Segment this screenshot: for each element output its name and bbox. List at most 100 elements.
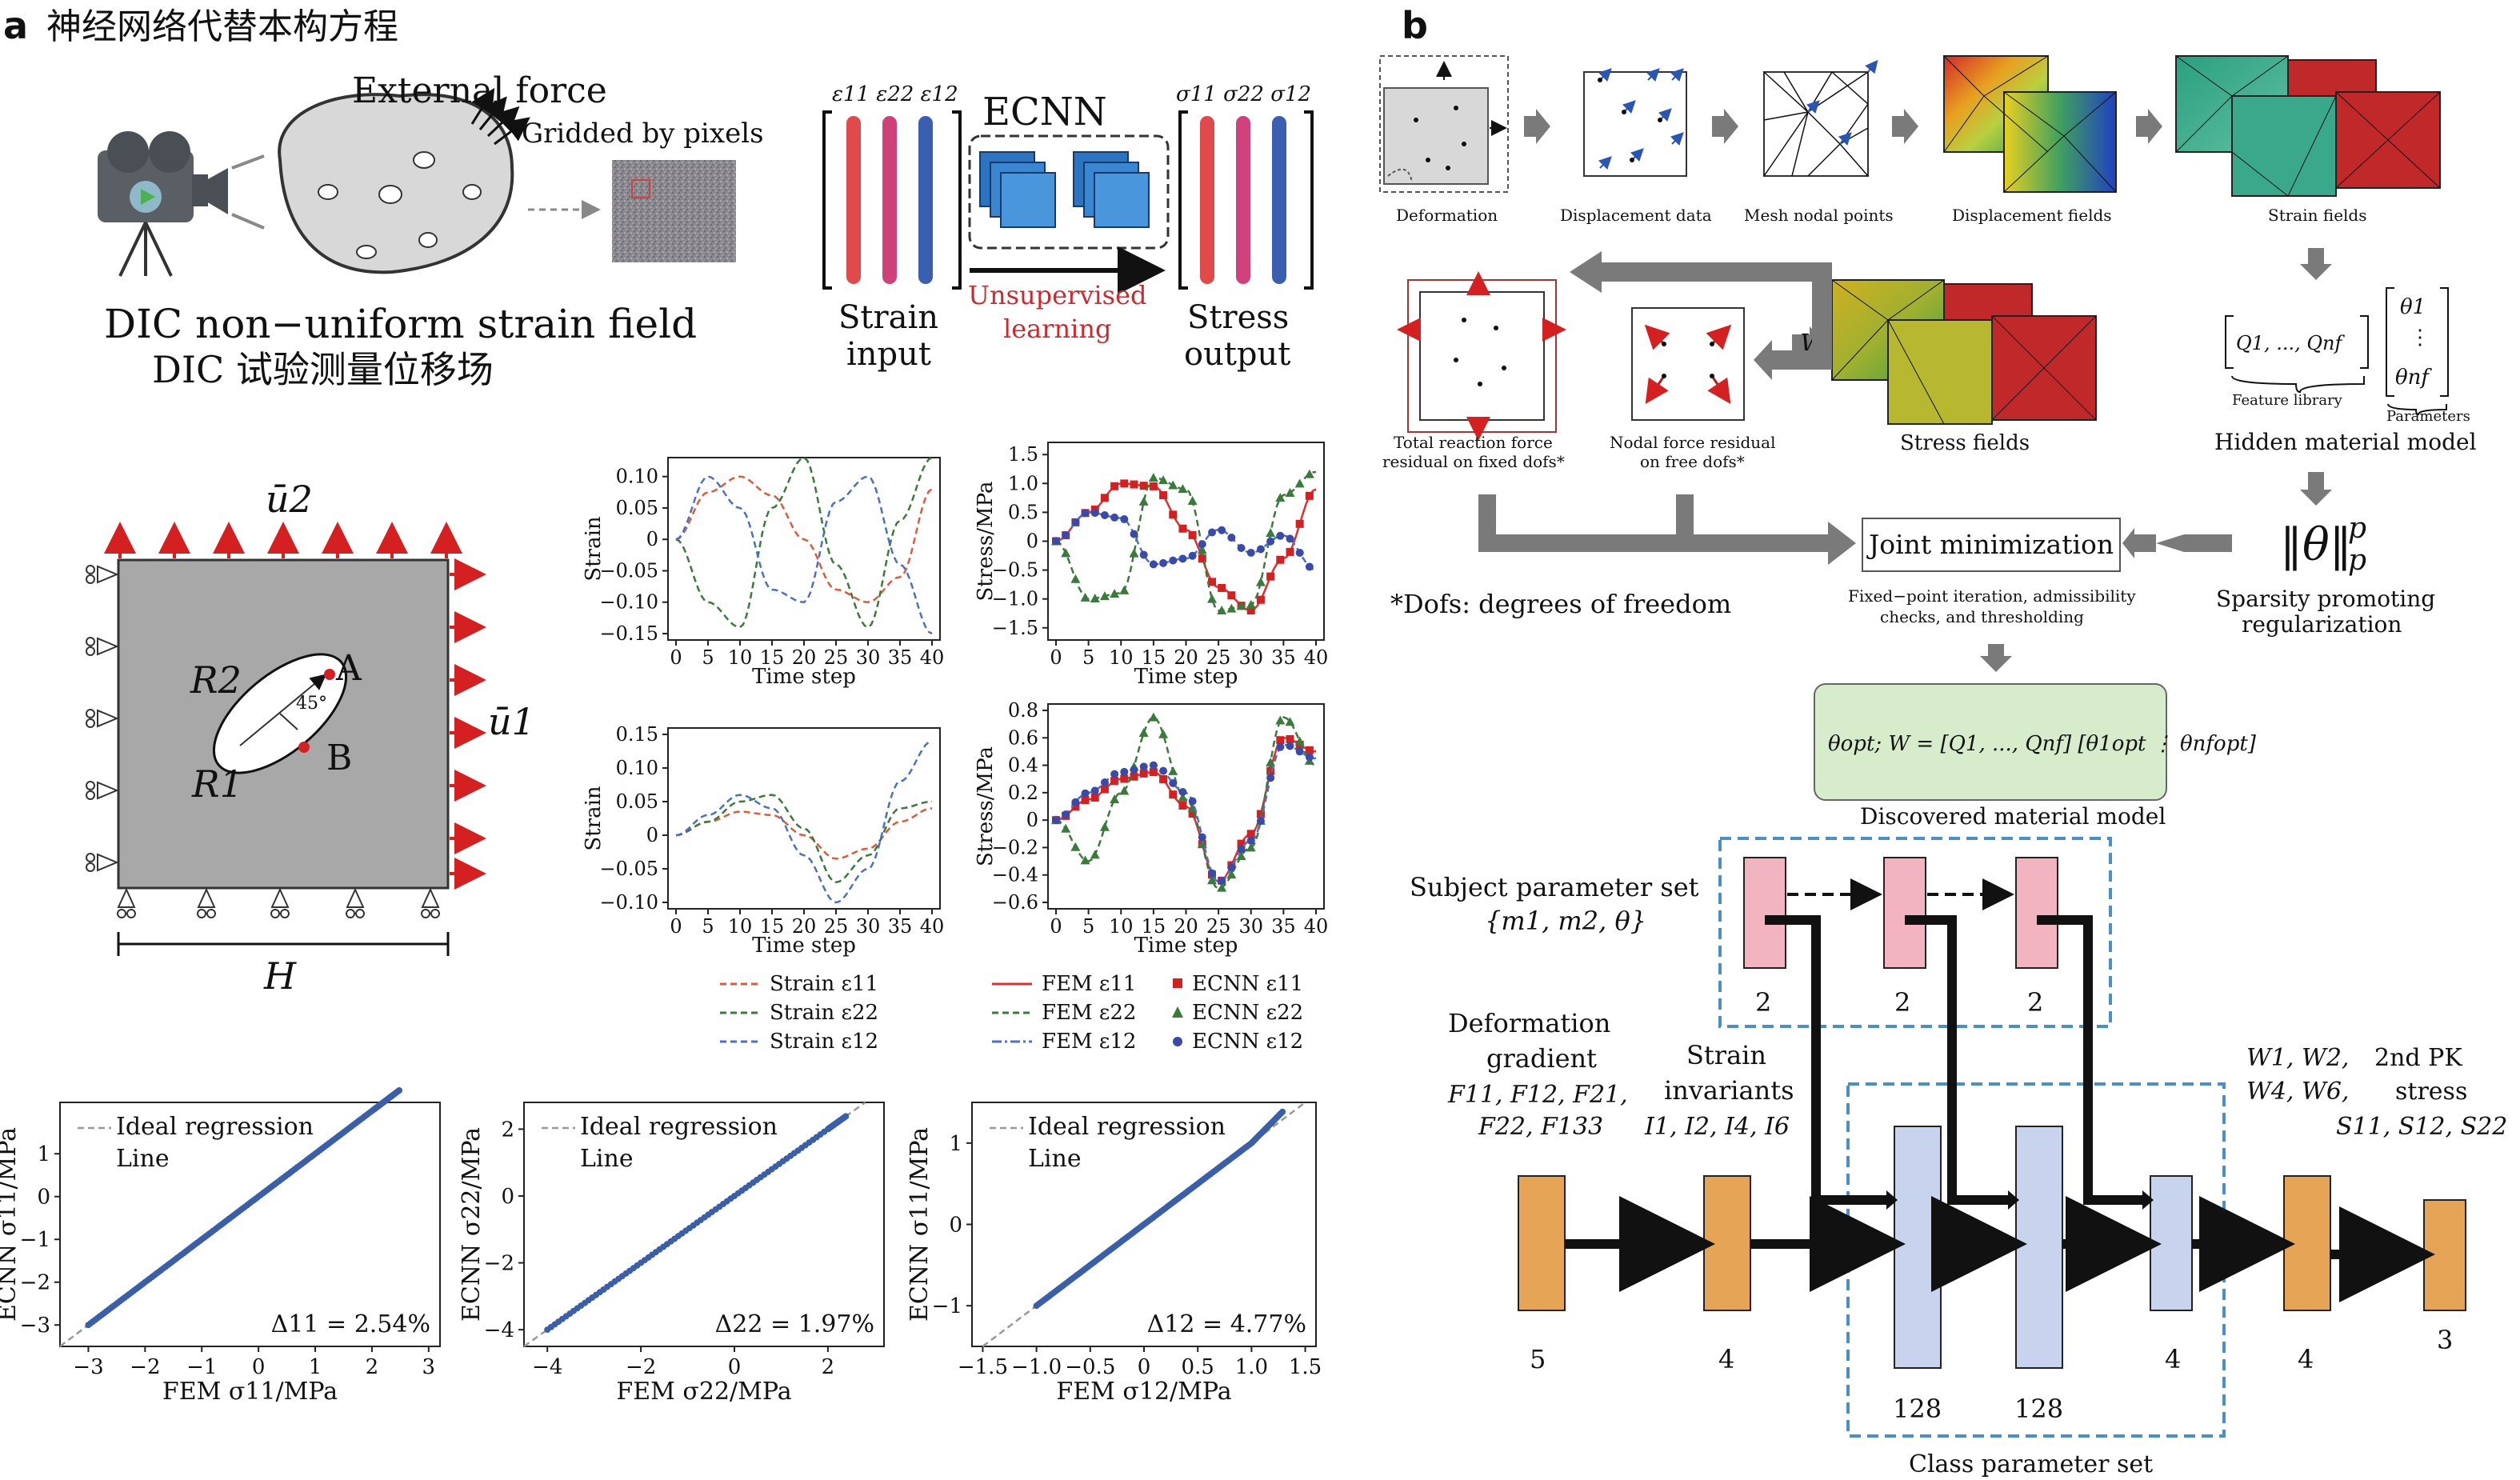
stress-output-block: σ11 σ22 σ12 Stress output bbox=[1176, 82, 1314, 373]
y-tick-label: 1 bbox=[37, 1142, 50, 1166]
ecnn-marker bbox=[1110, 777, 1119, 786]
pixel-grid-image bbox=[612, 160, 736, 262]
y-axis-label: Stress/MPa bbox=[974, 746, 998, 866]
ecnn-marker bbox=[1276, 531, 1285, 540]
ecnn-marker bbox=[1187, 496, 1198, 506]
x-tick-label: 35 bbox=[1271, 646, 1296, 669]
x-tick-label: 15 bbox=[1142, 915, 1166, 938]
unsupervised-label-2: learning bbox=[1003, 314, 1111, 344]
y-tick-label: −0.2 bbox=[992, 836, 1038, 858]
bottom-roller-supports bbox=[117, 887, 440, 918]
panel-b-letter: b bbox=[1402, 4, 1428, 47]
ecnn-marker bbox=[1090, 593, 1100, 602]
y-tick-label: −0.10 bbox=[599, 591, 658, 614]
w-outputs-1: W1, W2, bbox=[2246, 1044, 2349, 1072]
pk-label-1: 2nd PK bbox=[2374, 1044, 2462, 1072]
joint-minimization-label: Joint minimization bbox=[1866, 529, 2114, 560]
ecnn-marker bbox=[1295, 548, 1304, 557]
w-outputs-2: W4, W6, bbox=[2246, 1078, 2349, 1106]
y-tick-label: −3 bbox=[20, 1314, 50, 1338]
legend-strain: Strain ε11 Strain ε22 Strain ε12 bbox=[720, 972, 878, 1054]
x-tick-label: −0.5 bbox=[1065, 1355, 1115, 1379]
x-tick-label: −2 bbox=[130, 1355, 160, 1379]
x-tick-label: 15 bbox=[760, 915, 785, 938]
ecnn-marker bbox=[1198, 833, 1206, 842]
ecnn-marker bbox=[1139, 762, 1148, 771]
y-axis-label: Strain bbox=[582, 516, 606, 582]
ecnn-marker bbox=[1178, 801, 1187, 810]
h-label: H bbox=[263, 954, 297, 998]
ecnn-marker bbox=[1218, 877, 1226, 886]
y-tick-label: 0.4 bbox=[1008, 754, 1038, 777]
y-tick-label: 0.10 bbox=[616, 757, 658, 779]
x-tick-label: 20 bbox=[792, 915, 817, 938]
ecnn-marker bbox=[1159, 491, 1168, 500]
sparsity-label-2: regularization bbox=[2242, 611, 2402, 638]
ecnn-marker bbox=[1178, 792, 1188, 802]
panel-a: a 神经网络代替本构方程 bbox=[0, 4, 1328, 1406]
ecnn-marker bbox=[1286, 534, 1294, 543]
x-tick-label: −1.5 bbox=[958, 1355, 1008, 1379]
displacement-fields-label: Displacement fields bbox=[1952, 206, 2112, 225]
ecnn-marker bbox=[1305, 491, 1314, 500]
strain-fields-label: Strain fields bbox=[2268, 206, 2367, 225]
x-tick-label: 10 bbox=[1109, 646, 1134, 669]
ecnn-marker bbox=[1236, 601, 1246, 610]
ecnn-marker bbox=[1294, 736, 1305, 746]
ecnn-marker bbox=[1286, 734, 1294, 743]
x-axis-label: FEM σ22/MPa bbox=[616, 1378, 791, 1406]
pixel-window bbox=[631, 179, 650, 198]
left-roller-supports bbox=[86, 565, 119, 872]
subject-node-2-label: 2 bbox=[1894, 987, 1910, 1018]
hole-minor-axis bbox=[279, 713, 298, 730]
subject-node-3-label: 2 bbox=[2027, 987, 2043, 1018]
ecnn-marker bbox=[1305, 562, 1314, 571]
flow-arrow-2 bbox=[1712, 109, 1738, 144]
deform-grad-label-4: F22, F133 bbox=[1478, 1113, 1603, 1141]
point-b-label: B bbox=[326, 738, 352, 778]
y-axis-label: ECNN σ11/MPa bbox=[0, 1127, 22, 1322]
ecnn-marker bbox=[1266, 774, 1275, 782]
ecnn-marker bbox=[1276, 555, 1285, 564]
ecnn-marker bbox=[1071, 802, 1080, 811]
subject-node-1-label: 2 bbox=[1755, 987, 1771, 1018]
x-tick-label: 25 bbox=[824, 915, 849, 938]
ecnn-marker bbox=[1246, 599, 1256, 609]
y-tick-label: −4 bbox=[484, 1318, 514, 1342]
ecnn-marker bbox=[1100, 511, 1109, 520]
displacement-fields-thumb bbox=[1943, 55, 2117, 193]
node-5-label: 5 bbox=[1530, 1344, 1546, 1374]
y-tick-label: 0 bbox=[1026, 530, 1038, 553]
ecnn-marker bbox=[1197, 839, 1207, 849]
ecnn-marker bbox=[1099, 591, 1110, 601]
x-tick-label: 40 bbox=[1304, 646, 1329, 669]
ecnn-marker bbox=[1256, 545, 1265, 554]
subject-node-1 bbox=[1743, 857, 1786, 969]
nodal-force-label-2: on free dofs* bbox=[1640, 452, 1745, 471]
ecnn-marker bbox=[1071, 518, 1080, 526]
x-axis-label: FEM σ11/MPa bbox=[162, 1378, 338, 1406]
ecnn-marker bbox=[1295, 747, 1304, 756]
hidden-node-128b bbox=[2015, 1126, 2063, 1369]
y-tick-label: 0 bbox=[37, 1186, 50, 1210]
stress-output-label-1: Stress bbox=[1187, 299, 1289, 336]
ecnn-marker bbox=[1217, 882, 1227, 892]
x-tick-label: 20 bbox=[792, 646, 817, 669]
ecnn-marker bbox=[1100, 785, 1109, 794]
strain-inv-label-2: invariants bbox=[1664, 1075, 1794, 1106]
x-tick-label: 5 bbox=[702, 646, 714, 669]
y-tick-label: −0.15 bbox=[599, 622, 658, 645]
ecnn-marker bbox=[1110, 770, 1119, 778]
norm-symbol: ‖θ‖ bbox=[2280, 519, 2352, 571]
ecnn-marker bbox=[1246, 842, 1256, 852]
y-tick-label: −0.10 bbox=[599, 891, 658, 914]
r2-label: R2 bbox=[190, 658, 242, 702]
ecnn-marker bbox=[1207, 875, 1217, 885]
deform-grad-label-3: F11, F12, F21, bbox=[1447, 1081, 1628, 1109]
flow-arrow-4 bbox=[2136, 109, 2162, 144]
nodal-force-thumb bbox=[1631, 307, 1745, 421]
ecnn-marker bbox=[1178, 554, 1187, 563]
